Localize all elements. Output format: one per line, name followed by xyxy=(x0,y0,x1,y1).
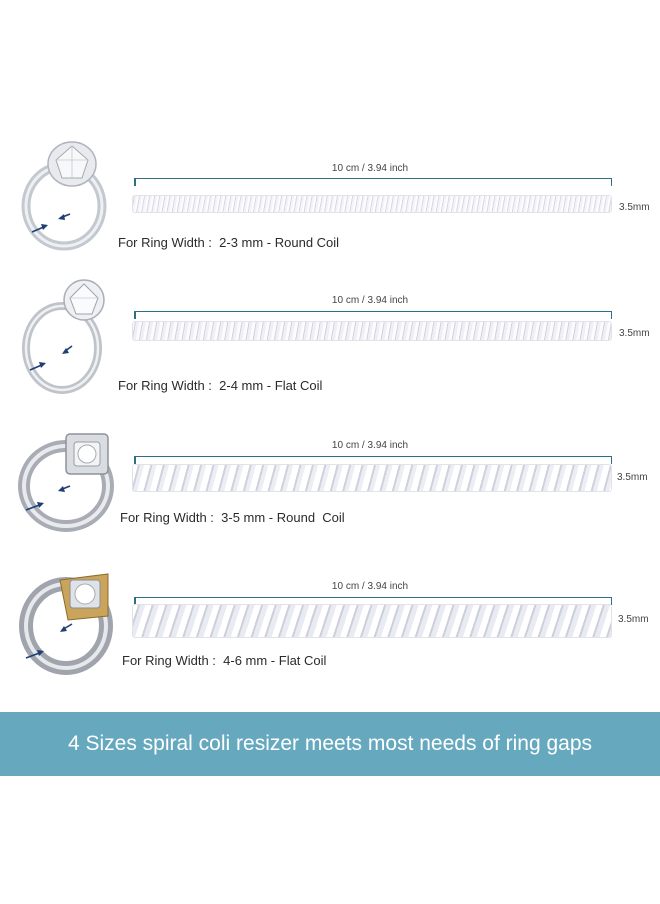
diameter-label: 3.5mm xyxy=(619,202,650,213)
length-label: 10 cm / 3.94 inch xyxy=(331,440,409,451)
ring-width-caption: For Ring Width : 2-3 mm - Round Coil xyxy=(118,235,340,250)
flat-coil-2-4mm xyxy=(132,321,612,341)
diameter-label: 3.5mm xyxy=(618,614,649,625)
round-coil-2-3mm xyxy=(132,195,612,213)
length-dimension-line xyxy=(134,310,612,320)
length-label: 10 cm / 3.94 inch xyxy=(331,163,409,174)
ring-width-caption: For Ring Width : 3-5 mm - Round Coil xyxy=(120,510,345,525)
ring-image-solitaire xyxy=(12,128,114,252)
length-dimension-line xyxy=(134,177,612,187)
round-coil-3-5mm xyxy=(132,464,612,492)
length-dimension-line xyxy=(134,596,612,606)
summary-banner: 4 Sizes spiral coli resizer meets most n… xyxy=(0,712,660,776)
ring-width-caption: For Ring Width : 2-4 mm - Flat Coil xyxy=(118,378,323,393)
length-dimension-line xyxy=(134,455,612,465)
ring-image-prong xyxy=(12,272,114,396)
length-label: 10 cm / 3.94 inch xyxy=(331,581,409,592)
ring-width-caption: For Ring Width : 4-6 mm - Flat Coil xyxy=(122,653,327,668)
diameter-label: 3.5mm xyxy=(619,328,650,339)
ring-image-signet xyxy=(12,414,114,538)
diameter-label: 3.5mm xyxy=(617,472,648,483)
ring-image-two-tone xyxy=(12,556,114,680)
banner-text: 4 Sizes spiral coli resizer meets most n… xyxy=(67,732,593,755)
flat-coil-4-6mm xyxy=(132,604,612,638)
length-label: 10 cm / 3.94 inch xyxy=(331,295,409,306)
